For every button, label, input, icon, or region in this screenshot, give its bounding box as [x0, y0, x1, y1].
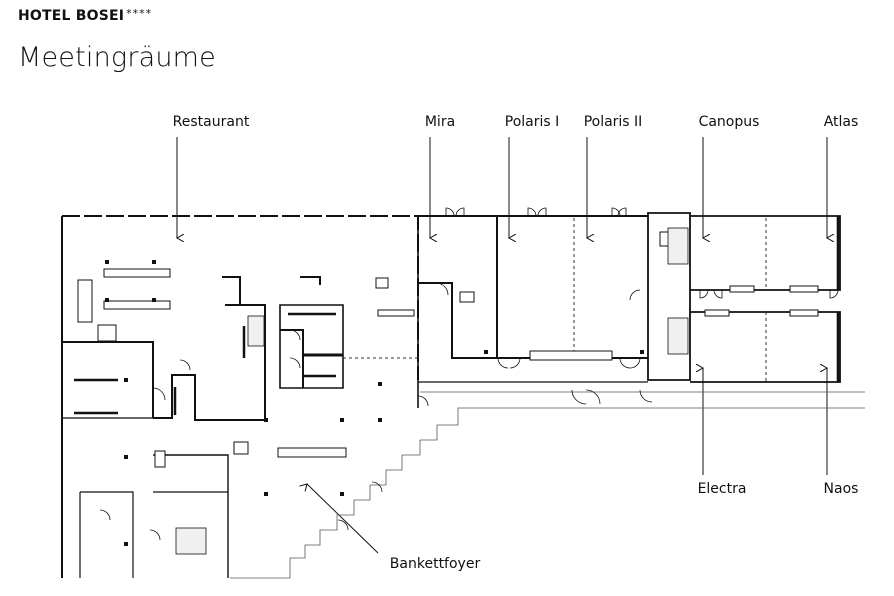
bold-segments: [74, 312, 336, 415]
page-title: Meetingräume: [18, 42, 216, 73]
leader-lines: [177, 137, 827, 554]
label-atlas[interactable]: Atlas: [824, 114, 859, 130]
label-canopus[interactable]: Canopus: [699, 114, 760, 130]
columns: [105, 260, 644, 546]
movable-walls: [343, 218, 767, 382]
label-polaris-1[interactable]: Polaris I: [505, 114, 560, 130]
label-mira[interactable]: Mira: [425, 114, 455, 130]
label-bankettfoyer[interactable]: Bankettfoyer: [390, 556, 481, 572]
leader-bankettfoyer: [307, 484, 379, 554]
walls: [61, 212, 841, 578]
label-electra[interactable]: Electra: [698, 481, 747, 497]
hotel-name: HOTEL BOSEI: [18, 8, 125, 24]
hotel-brand: HOTEL BOSEI****: [18, 7, 152, 24]
fixtures: [77, 231, 819, 468]
label-restaurant[interactable]: Restaurant: [173, 114, 250, 130]
label-naos[interactable]: Naos: [824, 481, 859, 497]
label-polaris-2[interactable]: Polaris II: [584, 114, 643, 130]
hotel-stars: ****: [126, 7, 153, 20]
stair-hatches: [175, 227, 689, 555]
doors: [99, 207, 839, 541]
facade-outline: [230, 391, 865, 579]
